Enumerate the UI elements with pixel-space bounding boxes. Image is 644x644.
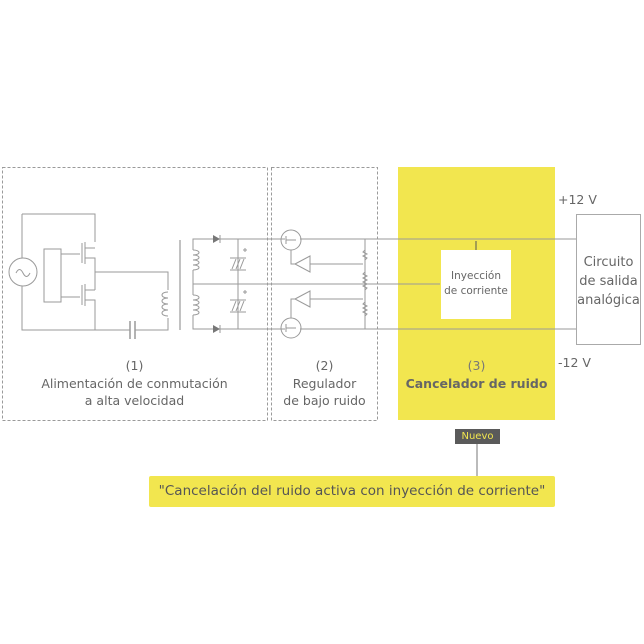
- diode-icon: [213, 325, 220, 333]
- block1-label-2: a alta velocidad: [84, 393, 185, 408]
- new-badge: Nuevo: [455, 429, 500, 444]
- output-label-1: Circuito: [583, 255, 634, 270]
- electrolytic-capacitor-icon: [230, 257, 246, 313]
- block3-number: (3): [467, 358, 486, 373]
- op-amp-icon: [293, 255, 311, 273]
- positive-rail-label: +12 V: [558, 192, 597, 207]
- block1-label: Alimentación de conmutación: [41, 376, 228, 391]
- switching-power-box: [2, 167, 268, 421]
- block3-label: Cancelador de ruido: [405, 376, 548, 391]
- capacitor-icon: [129, 321, 136, 339]
- transformer-coil-icon: [192, 249, 200, 316]
- analog-output-box: Circuito de salida analógica: [576, 214, 641, 345]
- block1-number: (1): [125, 358, 144, 373]
- negative-rail-label: -12 V: [558, 355, 591, 370]
- block2-number: (2): [315, 358, 334, 373]
- resistor-icon: [361, 249, 369, 317]
- feature-banner: "Cancelación del ruido activa con inyecc…: [149, 476, 555, 507]
- inductor-icon: [161, 291, 169, 317]
- ac-source-icon: [8, 257, 38, 287]
- regulator-box: [271, 167, 378, 421]
- block2-label-2: de bajo ruido: [283, 393, 366, 408]
- current-injection-box: Inyección de corriente: [441, 250, 511, 319]
- diode-icon: [213, 235, 220, 243]
- op-amp-icon: [293, 290, 311, 308]
- output-label-3: analógica: [577, 293, 640, 308]
- injection-label-1: Inyección: [451, 270, 501, 282]
- injection-label-2: de corriente: [444, 285, 508, 297]
- output-label-2: de salida: [579, 274, 638, 289]
- controller-icon: [43, 248, 62, 303]
- block2-label: Regulador: [292, 376, 357, 391]
